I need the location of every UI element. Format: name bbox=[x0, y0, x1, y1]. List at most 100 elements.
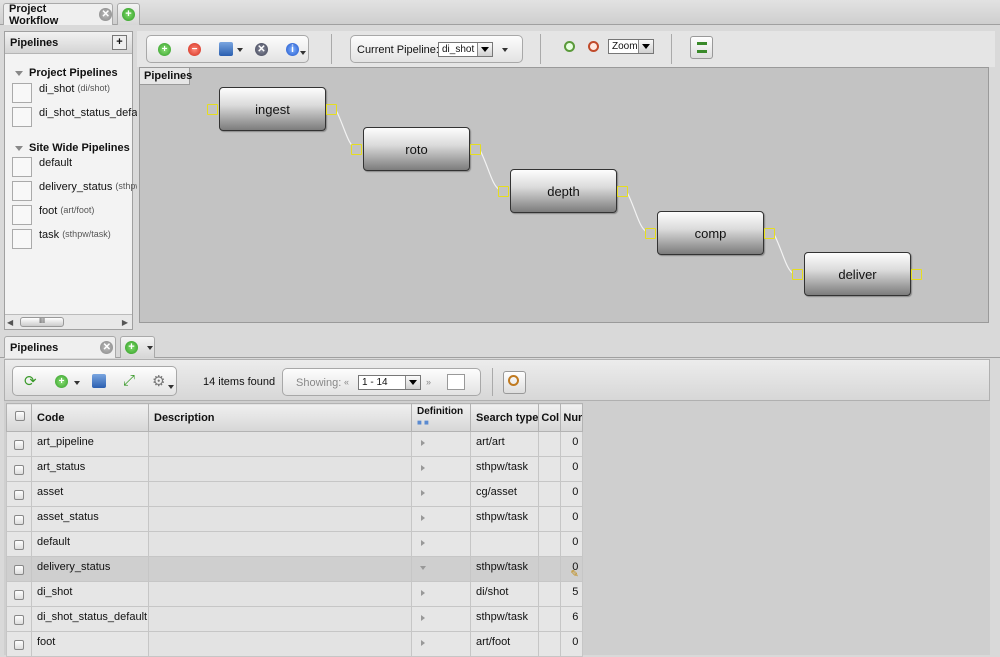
search-type-cell[interactable]: sthpw/task bbox=[469, 506, 540, 532]
table-row[interactable]: art_status sthpw/task 0 bbox=[6, 456, 584, 482]
prev-page-icon[interactable]: « bbox=[344, 377, 350, 387]
sidebar-item-di-shot-status-default[interactable]: di_shot_status_default bbox=[12, 107, 137, 127]
gear-icon[interactable]: ⚙ bbox=[152, 373, 166, 390]
node-input-port[interactable] bbox=[792, 269, 803, 280]
column-header-description[interactable]: Description bbox=[148, 403, 412, 432]
search-button[interactable] bbox=[503, 371, 526, 394]
expand-arrow-icon[interactable] bbox=[420, 566, 426, 570]
search-type-cell[interactable]: art/foot bbox=[469, 631, 540, 657]
col-cell[interactable] bbox=[538, 456, 562, 482]
gear-dropdown-caret[interactable] bbox=[168, 385, 174, 389]
row-checkbox-cell[interactable] bbox=[6, 581, 32, 607]
row-checkbox-cell[interactable] bbox=[6, 606, 32, 632]
expand-arrow-icon[interactable] bbox=[421, 440, 425, 446]
search-type-cell[interactable]: cg/asset bbox=[469, 481, 540, 507]
col-cell[interactable] bbox=[538, 606, 562, 632]
site-pipelines-section[interactable]: Site Wide Pipelines bbox=[15, 142, 130, 154]
description-cell[interactable] bbox=[148, 556, 412, 582]
definition-cell[interactable] bbox=[411, 456, 471, 482]
pipeline-menu-caret[interactable] bbox=[502, 48, 508, 52]
table-row[interactable]: di_shot di/shot 5 bbox=[6, 581, 584, 607]
node-output-port[interactable] bbox=[764, 228, 775, 239]
item-checkbox[interactable] bbox=[12, 181, 32, 201]
node-roto[interactable]: roto bbox=[363, 127, 470, 171]
description-cell[interactable] bbox=[148, 606, 412, 632]
expand-arrow-icon[interactable] bbox=[421, 615, 425, 621]
tab-pipelines[interactable]: Pipelines ✕ bbox=[4, 336, 116, 358]
select-all-checkbox-cell[interactable] bbox=[6, 403, 32, 432]
node-output-port[interactable] bbox=[617, 186, 628, 197]
expand-arrow-icon[interactable] bbox=[421, 515, 425, 521]
zoom-select[interactable]: Zoom bbox=[608, 39, 654, 54]
close-icon[interactable]: ✕ bbox=[100, 341, 114, 354]
add-dropdown-caret[interactable] bbox=[74, 381, 80, 385]
page-input[interactable] bbox=[447, 374, 465, 390]
sidebar-item-task[interactable]: task(sthpw/task) bbox=[12, 229, 137, 249]
table-row[interactable]: foot art/foot 0 bbox=[6, 631, 584, 657]
node-input-port[interactable] bbox=[645, 228, 656, 239]
sidebar-item-di-shot[interactable]: di_shot(di/shot) bbox=[12, 83, 137, 103]
code-cell[interactable]: default bbox=[31, 531, 149, 557]
sidebar-item-default[interactable]: default bbox=[12, 157, 137, 177]
tab-menu-caret[interactable] bbox=[147, 346, 153, 350]
scroll-thumb[interactable]: III bbox=[20, 317, 64, 327]
table-row-highlighted[interactable]: delivery_status sthpw/task 0✎ bbox=[6, 556, 584, 582]
zoom-out-icon[interactable] bbox=[588, 41, 599, 52]
node-output-port[interactable] bbox=[470, 144, 481, 155]
col-cell[interactable] bbox=[538, 431, 562, 457]
row-checkbox-cell[interactable] bbox=[6, 556, 32, 582]
search-type-cell[interactable]: sthpw/task bbox=[469, 556, 540, 582]
expand-arrow-icon[interactable] bbox=[421, 640, 425, 646]
row-checkbox[interactable] bbox=[14, 640, 24, 650]
code-cell[interactable]: asset_status bbox=[31, 506, 149, 532]
row-checkbox[interactable] bbox=[14, 615, 24, 625]
edit-pencil-icon[interactable]: ✎ bbox=[570, 569, 579, 580]
row-checkbox-cell[interactable] bbox=[6, 456, 32, 482]
item-checkbox[interactable] bbox=[12, 107, 32, 127]
col-cell[interactable] bbox=[538, 531, 562, 557]
description-cell[interactable] bbox=[148, 456, 412, 482]
definition-cell[interactable] bbox=[411, 556, 471, 582]
row-checkbox[interactable] bbox=[14, 490, 24, 500]
save-icon[interactable] bbox=[92, 374, 106, 388]
num-cell[interactable]: 0 bbox=[560, 531, 584, 557]
sort-icons[interactable]: ■ ■ bbox=[417, 418, 429, 427]
row-checkbox[interactable] bbox=[14, 465, 24, 475]
select-all-checkbox[interactable] bbox=[15, 411, 25, 421]
col-cell[interactable] bbox=[538, 631, 562, 657]
node-output-port[interactable] bbox=[911, 269, 922, 280]
node-comp[interactable]: comp bbox=[657, 211, 764, 255]
col-cell[interactable] bbox=[538, 581, 562, 607]
code-cell[interactable]: asset bbox=[31, 481, 149, 507]
definition-cell[interactable] bbox=[411, 531, 471, 557]
code-cell[interactable]: di_shot_status_default bbox=[31, 606, 149, 632]
row-checkbox-cell[interactable] bbox=[6, 631, 32, 657]
refresh-icon[interactable]: ⟳ bbox=[24, 373, 37, 390]
code-cell[interactable]: delivery_status bbox=[31, 556, 149, 582]
row-checkbox[interactable] bbox=[14, 540, 24, 550]
item-checkbox[interactable] bbox=[12, 205, 32, 225]
num-cell[interactable]: 0 bbox=[560, 456, 584, 482]
node-output-port[interactable] bbox=[326, 104, 337, 115]
table-row[interactable]: asset cg/asset 0 bbox=[6, 481, 584, 507]
current-pipeline-select[interactable]: di_shot bbox=[438, 42, 493, 57]
info-icon[interactable]: i bbox=[286, 43, 299, 56]
search-type-cell[interactable]: di/shot bbox=[469, 581, 540, 607]
delete-icon[interactable]: ✕ bbox=[255, 43, 268, 56]
save-icon[interactable] bbox=[219, 42, 233, 56]
row-checkbox-cell[interactable] bbox=[6, 506, 32, 532]
table-row[interactable]: art_pipeline art/art 0 bbox=[6, 431, 584, 457]
code-cell[interactable]: di_shot bbox=[31, 581, 149, 607]
page-range-select[interactable]: 1 - 14 bbox=[358, 375, 421, 390]
node-input-port[interactable] bbox=[207, 104, 218, 115]
search-type-cell[interactable]: art/art bbox=[469, 431, 540, 457]
expand-arrow-icon[interactable] bbox=[421, 490, 425, 496]
expand-arrow-icon[interactable] bbox=[421, 465, 425, 471]
row-checkbox[interactable] bbox=[14, 440, 24, 450]
description-cell[interactable] bbox=[148, 531, 412, 557]
description-cell[interactable] bbox=[148, 481, 412, 507]
horizontal-scrollbar[interactable]: ◀ III ▶ bbox=[5, 314, 132, 329]
add-icon[interactable]: + bbox=[158, 43, 171, 56]
item-checkbox[interactable] bbox=[12, 157, 32, 177]
row-checkbox[interactable] bbox=[14, 515, 24, 525]
